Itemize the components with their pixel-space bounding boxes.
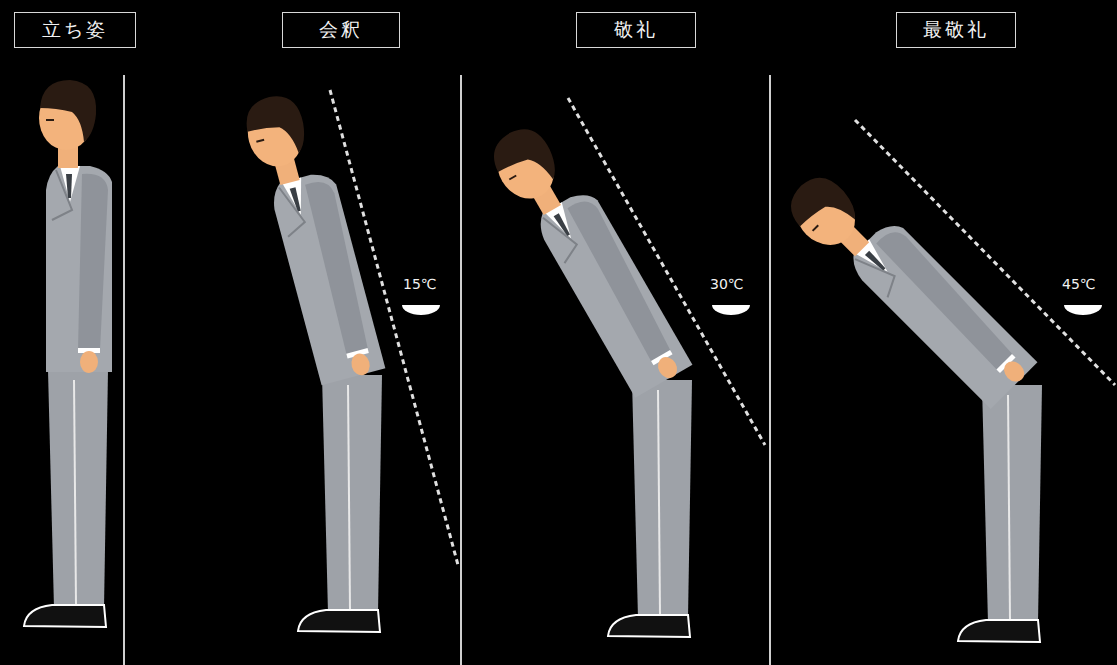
title-box: 会釈 <box>282 12 400 48</box>
legs <box>298 375 382 632</box>
legs <box>24 370 108 627</box>
upper-body <box>779 156 1038 415</box>
title-box: 敬礼 <box>576 12 696 48</box>
bowing-figure <box>779 156 1042 642</box>
bow-name: 敬礼 <box>614 17 658 43</box>
angle-guide-line <box>855 120 1115 385</box>
upper-body <box>483 112 693 402</box>
upper-body <box>239 86 385 388</box>
title-box: 最敬礼 <box>896 12 1016 48</box>
angle-label: 15℃ <box>403 276 437 292</box>
angle-label: 30℃ <box>710 276 744 292</box>
upper-body <box>39 80 112 373</box>
divider-line <box>769 75 771 665</box>
bowing-figure <box>239 86 385 632</box>
bow-name: 最敬礼 <box>923 17 989 43</box>
legs <box>608 380 692 637</box>
angle-guide-line <box>330 90 458 565</box>
angle-mark <box>402 305 440 315</box>
angle-mark <box>712 305 750 315</box>
bowing-figure <box>483 112 693 637</box>
bow-name: 会釈 <box>319 17 363 43</box>
title-box: 立ち姿 <box>14 12 136 48</box>
standing-figure <box>24 80 112 627</box>
legs <box>958 385 1042 642</box>
divider-line <box>460 75 462 665</box>
bow-name: 立ち姿 <box>42 17 108 43</box>
angle-label: 45℃ <box>1062 276 1096 292</box>
angle-guide-line <box>568 98 765 445</box>
angle-mark <box>1064 305 1102 315</box>
divider-line <box>123 75 125 665</box>
